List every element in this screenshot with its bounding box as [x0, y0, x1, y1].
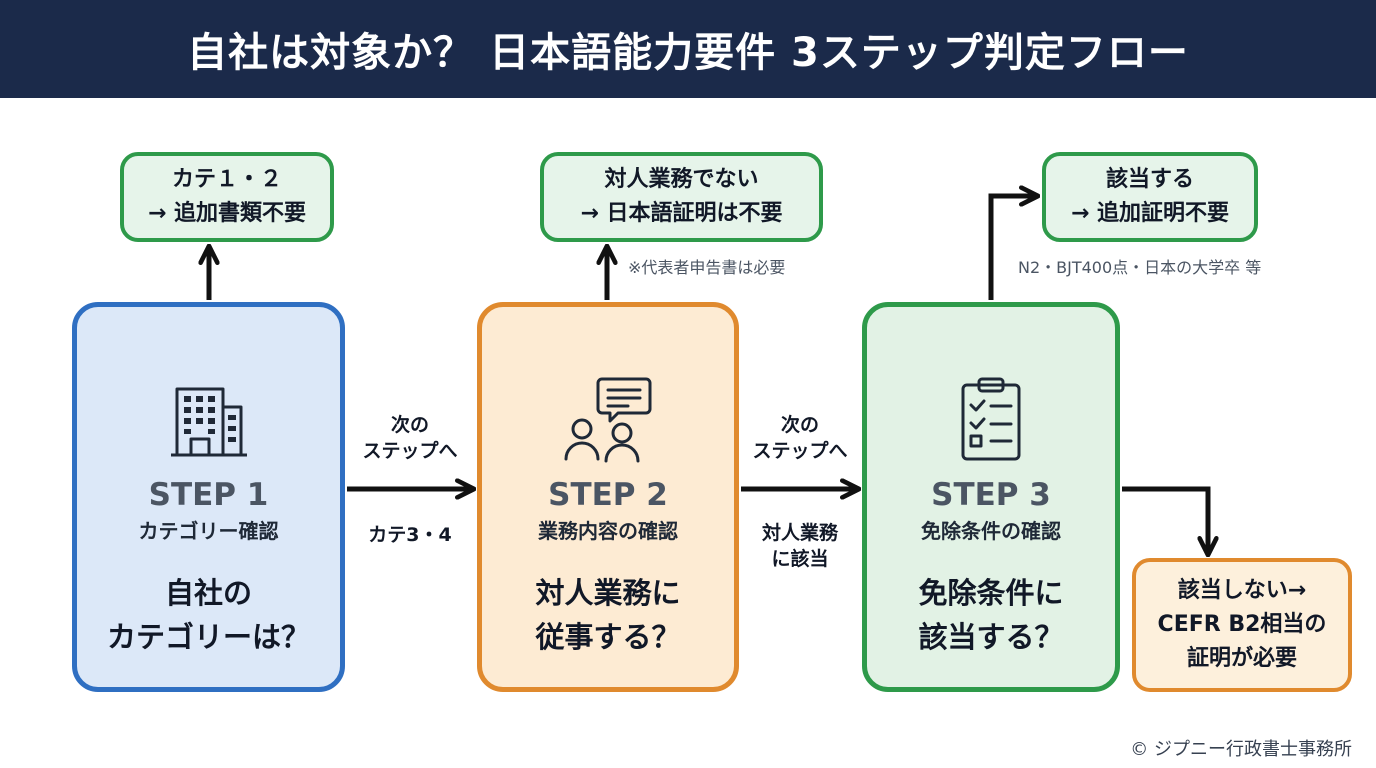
arrow-step3-to-result3 — [988, 196, 1036, 300]
step-1-box: STEP 1 カテゴリー確認 自社の カテゴリーは？ — [72, 302, 345, 692]
step-question: 対人業務に 従事する？ — [535, 576, 681, 654]
result-line: → 追加証明不要 — [1070, 201, 1230, 226]
result-line: → 追加書類不要 — [147, 201, 307, 226]
result-note-exemption-examples: N2・BJT400点・日本の大学卒 等 — [1018, 258, 1262, 277]
arrow-label-next-step-2: 次の ステップへ — [752, 414, 848, 462]
step-title: 免除条件の確認 — [921, 519, 1061, 543]
result-line: → 日本語証明は不要 — [580, 201, 783, 226]
office-building-icon — [170, 387, 247, 457]
step-title: 業務内容の確認 — [538, 519, 678, 543]
arrow-step3-to-result4 — [1122, 486, 1208, 553]
arrow-label-interpersonal: 対人業務 に該当 — [761, 522, 838, 570]
step-label: STEP 1 — [148, 477, 269, 513]
result-box-not-exempt: 該当しない→ CEFR B2相当の 証明が必要 — [1132, 558, 1352, 692]
people-chat-icon — [564, 377, 652, 463]
arrow-label-category-3-4: カテ3・4 — [368, 524, 452, 546]
result-note-representative-declaration: ※代表者申告書は必要 — [628, 258, 786, 277]
header-bar: 自社は対象か？ 日本語能力要件 3ステップ判定フロー — [0, 0, 1376, 98]
step-3-box: STEP 3 免除条件の確認 免除条件に 該当する？ — [862, 302, 1120, 692]
copyright-footer: © ジプニー行政書士事務所 — [1130, 739, 1352, 760]
result-box-category-1-2: カテ１・２ → 追加書類不要 — [120, 152, 334, 242]
step-2-box: STEP 2 業務内容の確認 対人業務に 従事する？ — [477, 302, 739, 692]
page-title: 自社は対象か？ 日本語能力要件 3ステップ判定フロー — [187, 30, 1189, 76]
clipboard-checklist-icon — [961, 377, 1021, 461]
result-line: CEFR B2相当の — [1157, 612, 1327, 637]
step-question: 自社の カテゴリーは？ — [106, 576, 310, 654]
result-line: 対人業務でない — [604, 167, 759, 192]
result-box-exempt: 該当する → 追加証明不要 — [1042, 152, 1258, 242]
result-line: 証明が必要 — [1186, 646, 1297, 671]
step-label: STEP 2 — [548, 477, 668, 513]
step-title: カテゴリー確認 — [138, 519, 279, 543]
result-line: 該当しない→ — [1177, 578, 1307, 603]
result-box-not-interpersonal: 対人業務でない → 日本語証明は不要 — [540, 152, 823, 242]
step-label: STEP 3 — [931, 477, 1051, 513]
result-line: 該当する — [1105, 167, 1194, 192]
arrow-label-next-step-1: 次の ステップへ — [362, 414, 458, 462]
result-line: カテ１・２ — [171, 167, 282, 192]
step-question: 免除条件に 該当する？ — [918, 576, 1064, 654]
